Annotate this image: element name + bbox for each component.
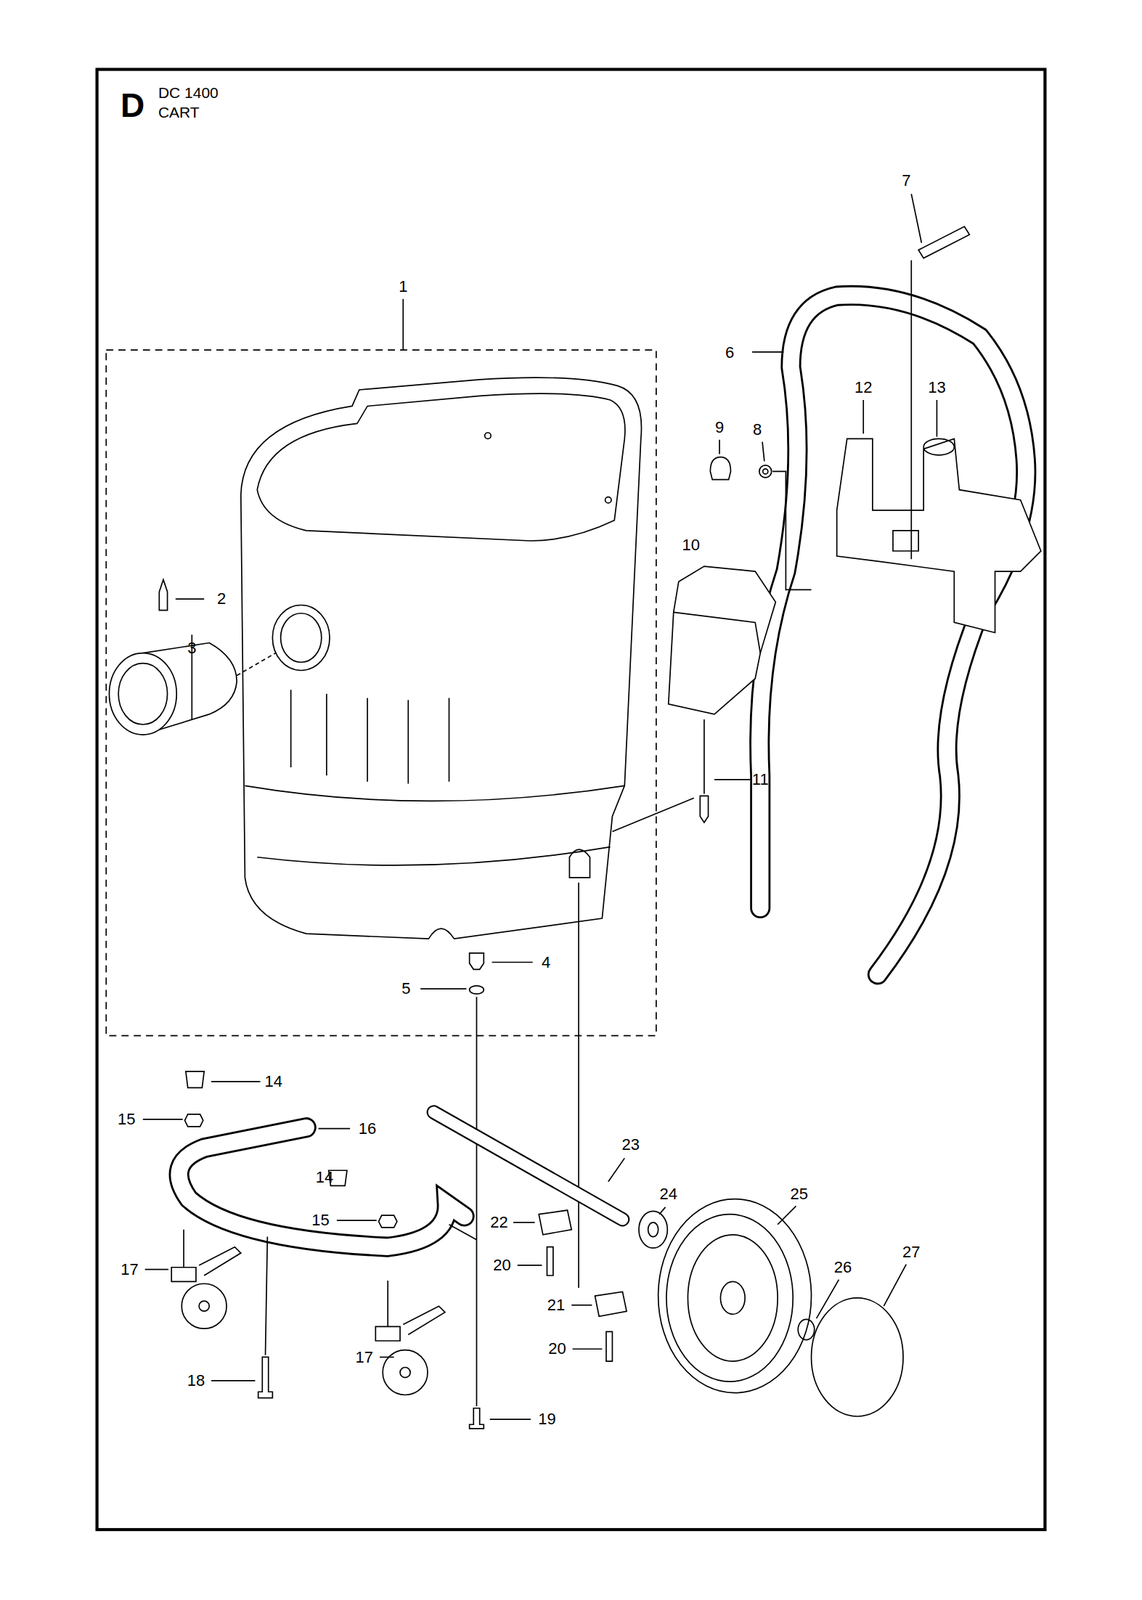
callout-number: 8 <box>752 421 762 438</box>
callout-number: 24 <box>659 1186 677 1203</box>
section-letter: D <box>120 88 145 122</box>
callout-number: 14 <box>315 1169 334 1186</box>
callout-number: 25 <box>789 1186 808 1203</box>
callout-number: 16 <box>358 1120 377 1137</box>
title: DC 1400 CART <box>158 83 239 122</box>
callout-number: 22 <box>490 1214 508 1231</box>
callout-number: 3 <box>187 640 197 657</box>
callout-number: 7 <box>901 172 911 189</box>
callout-number: 9 <box>715 419 724 436</box>
callout-number: 21 <box>547 1297 565 1314</box>
callout-number: 11 <box>752 771 769 788</box>
callout-number: 18 <box>187 1372 205 1389</box>
callout-number: 13 <box>927 379 946 396</box>
callout-number: 19 <box>537 1411 556 1428</box>
callout-number: 20 <box>548 1340 566 1357</box>
callout-number: 23 <box>621 1136 639 1153</box>
callout-number: 17 <box>120 1261 138 1278</box>
callout-number: 15 <box>117 1111 136 1128</box>
callout-number: 15 <box>311 1212 329 1229</box>
callout-number: 4 <box>541 954 551 971</box>
callout-number: 6 <box>725 344 734 361</box>
callout-number: 14 <box>264 1073 282 1090</box>
callout-number: 26 <box>834 1259 852 1276</box>
callout-number: 12 <box>854 379 872 396</box>
callout-number: 27 <box>902 1244 920 1261</box>
callout-number: 17 <box>355 1349 374 1366</box>
callout-number: 5 <box>401 980 411 997</box>
callout-number: 10 <box>681 537 700 554</box>
callout-number: 20 <box>492 1257 511 1274</box>
callout-number: 1 <box>398 278 408 295</box>
callout-number: 2 <box>217 590 226 607</box>
